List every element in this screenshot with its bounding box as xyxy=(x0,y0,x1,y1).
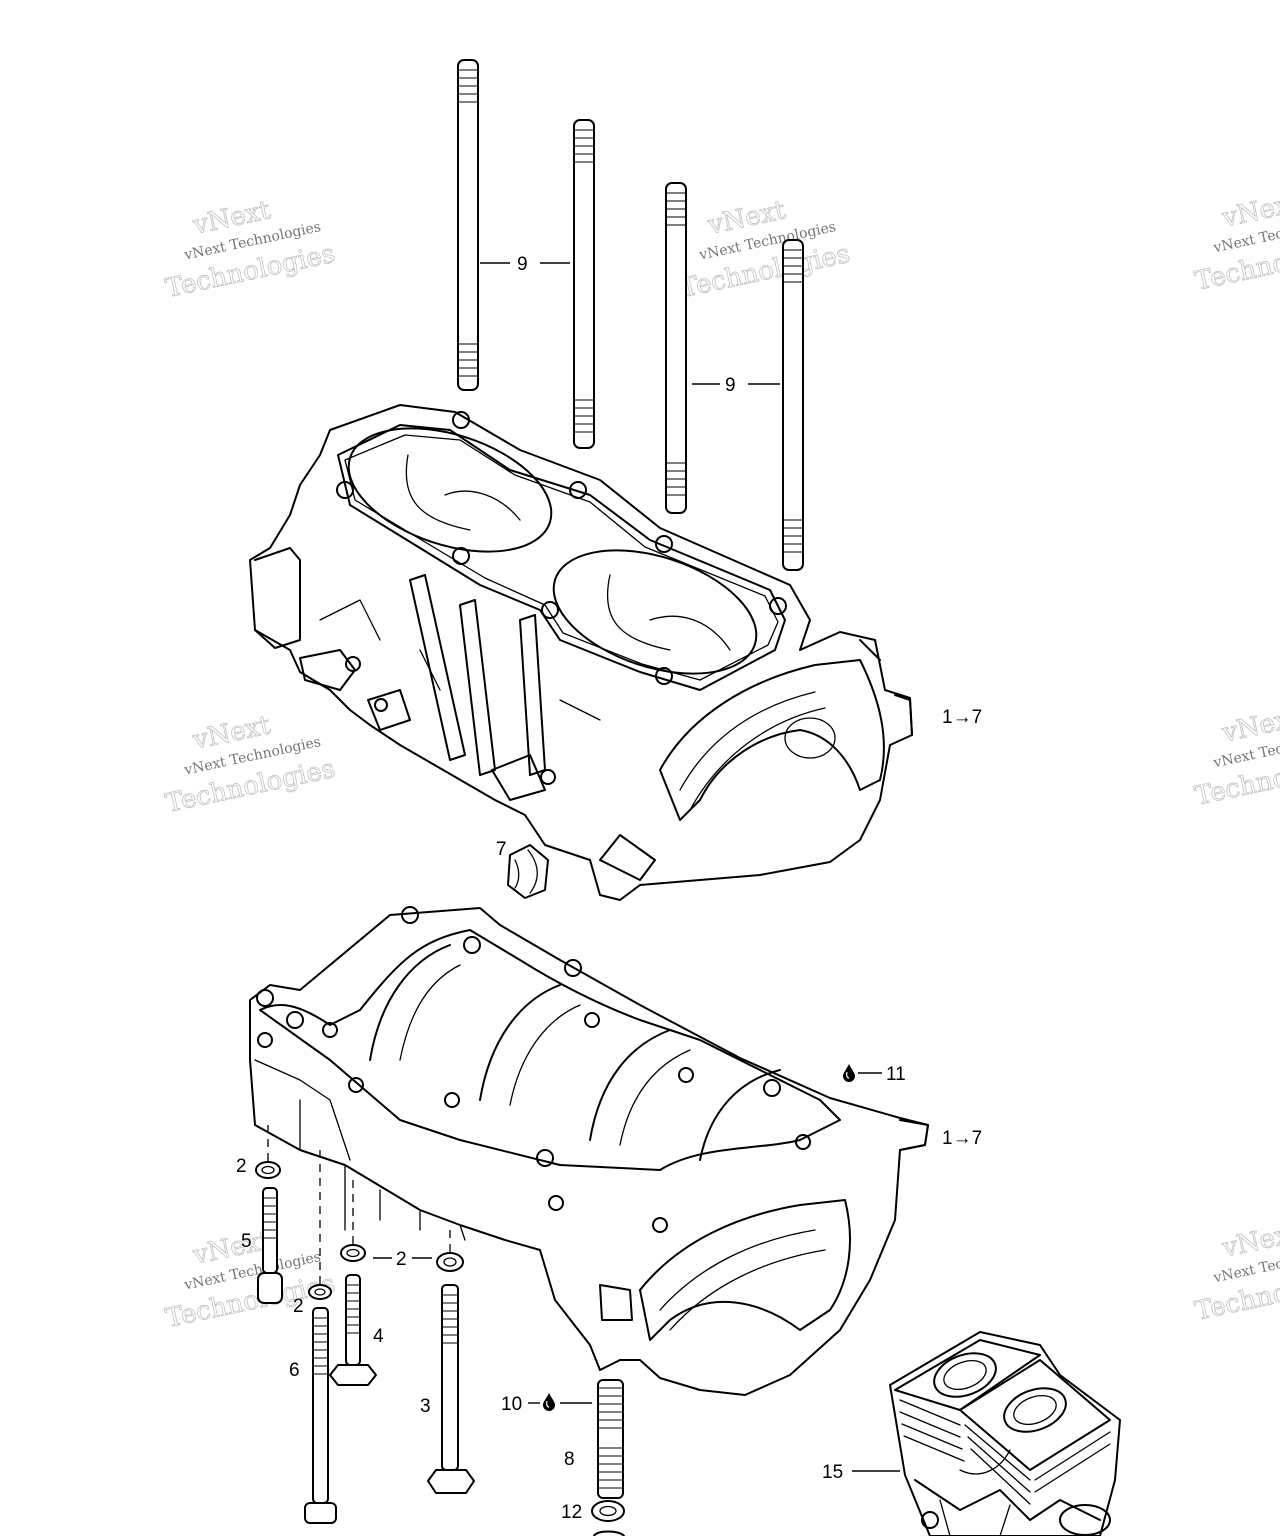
svg-text:vNext: vNext xyxy=(1219,703,1280,749)
callout-label: 1→7 xyxy=(942,1128,982,1149)
engine-thumbnail xyxy=(889,1331,1121,1536)
oil-drop-icon xyxy=(843,1064,855,1082)
oil-drop-icon xyxy=(543,1393,555,1411)
callout-label: 9 xyxy=(725,375,736,396)
leader-lines xyxy=(373,262,900,1472)
watermark: vNext vNext Technologies Technologies xyxy=(163,195,338,305)
lower-crankcase xyxy=(249,906,929,1396)
callout-label: 8 xyxy=(564,1449,575,1470)
callout-label: 3 xyxy=(420,1396,431,1417)
washer xyxy=(436,1252,464,1272)
cylinder-studs xyxy=(457,59,804,571)
crankshaft-seal xyxy=(507,844,549,899)
callout-label: 7 xyxy=(496,839,507,860)
watermark: vNext vNext Technologies Technologies xyxy=(1192,703,1280,813)
callout-label: 2 xyxy=(236,1156,247,1177)
watermark: vNext vNext Technologies Technologies xyxy=(678,195,853,305)
callout-label: 2 xyxy=(396,1249,407,1270)
callout-label: 12 xyxy=(561,1502,582,1523)
callout-label: 10 xyxy=(501,1394,522,1415)
svg-text:vNext: vNext xyxy=(1219,1218,1280,1264)
svg-text:vNext: vNext xyxy=(1219,188,1280,234)
callout-label: 5 xyxy=(241,1231,252,1252)
assembly-centerlines xyxy=(267,1125,451,1285)
callout-label: 6 xyxy=(289,1360,300,1381)
washer xyxy=(591,1500,625,1536)
stud xyxy=(665,182,687,514)
callout-label: 11 xyxy=(886,1064,906,1085)
watermark: vNext vNext Technologies Technologies xyxy=(1192,188,1280,298)
callout-label: 9 xyxy=(517,254,528,275)
screw xyxy=(304,1307,337,1524)
screw xyxy=(257,1187,283,1304)
callout-labels: 9 9 1→7 7 11 1→7 2 5 2 2 4 6 3 10 8 12 1… xyxy=(236,254,982,1523)
watermark: vNext vNext Technologies Technologies xyxy=(163,710,338,820)
callout-label: 1→7 xyxy=(942,707,982,728)
stud xyxy=(573,119,595,449)
washer xyxy=(340,1244,366,1262)
stud xyxy=(457,59,479,391)
bolt xyxy=(427,1284,475,1494)
upper-crankcase xyxy=(249,404,913,901)
stud xyxy=(597,1379,624,1499)
callout-label: 4 xyxy=(373,1326,384,1347)
washer xyxy=(255,1161,281,1179)
callout-label: 2 xyxy=(293,1296,304,1317)
stud xyxy=(782,239,804,571)
bolt xyxy=(329,1274,377,1386)
callout-label: 15 xyxy=(822,1462,843,1483)
watermark: vNext vNext Technologies Technologies xyxy=(1192,1218,1280,1328)
washer xyxy=(308,1284,332,1300)
